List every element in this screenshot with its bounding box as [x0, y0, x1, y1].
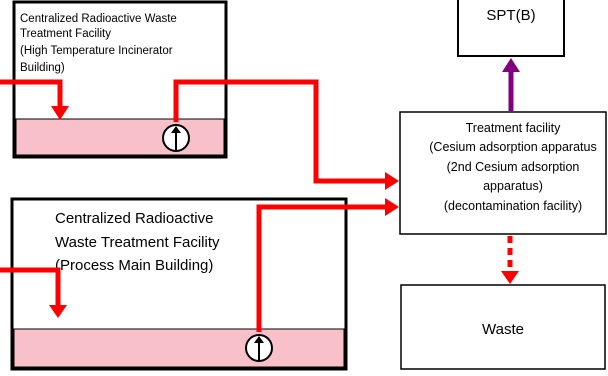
spt-label: SPT(B): [486, 7, 535, 24]
pump-icon: [162, 124, 190, 152]
incinerator-label-line-1: Centralized Radioactive Waste: [20, 13, 177, 25]
incinerator-water-level: [15, 118, 225, 156]
arrow-treatment-to-waste-head: [501, 271, 519, 284]
waste-box: Waste: [400, 284, 606, 370]
arrow-inflow-incinerator: [0, 79, 69, 120]
arrow-inflow-process: [0, 267, 67, 318]
treatment-facility-frame: [399, 111, 607, 235]
arrow-incinerator-to-treatment: [173, 79, 399, 190]
arrow-process-to-treatment: [256, 198, 399, 332]
process-label-line-2: Waste Treatment Facility: [55, 234, 220, 251]
arrow-inflow-process-head: [49, 305, 67, 318]
arrow-inflow-process-line: [0, 267, 61, 306]
treatment-label-line-1: Treatment facility: [466, 121, 561, 135]
treatment-label-line-2: (Cesium adsorption apparatus: [429, 140, 596, 154]
arrow-process-to-treatment-line: [256, 204, 386, 332]
process-water-level: [13, 328, 345, 368]
arrow-process-to-treatment-head: [385, 198, 399, 216]
treatment-label-line-4: apparatus): [483, 179, 543, 193]
pump-icon-arrowhead: [171, 126, 181, 133]
treatment-label-line-5: (decontamination facility): [444, 199, 582, 213]
incinerator-label-line-3: (High Temperature Incinerator: [20, 45, 173, 57]
arrow-treatment-to-waste: [501, 236, 519, 284]
arrow-inflow-incinerator-line: [0, 79, 63, 108]
pump-icon-arrowhead: [254, 336, 264, 343]
spt-box-frame: [457, 0, 565, 57]
incinerator-label-line-2: Treatment Facility: [20, 28, 111, 40]
treatment-label-line-3: (2nd Cesium adsorption: [447, 160, 580, 174]
pump-icon: [245, 334, 273, 362]
process-label-line-3: (Process Main Building): [55, 257, 213, 274]
waste-box-frame: [400, 284, 606, 370]
arrow-incinerator-to-treatment-line: [173, 79, 386, 184]
arrow-inflow-incinerator-head: [51, 106, 69, 120]
arrow-incinerator-to-treatment-head: [385, 172, 399, 190]
arrow-treatment-to-spt: [502, 58, 520, 111]
treatment-facility-box: Treatment facility (Cesium adsorption ap…: [399, 111, 607, 235]
waste-label: Waste: [482, 321, 524, 338]
process-label-line-1: Centralized Radioactive: [55, 210, 213, 227]
spt-box: SPT(B): [457, 0, 565, 57]
process-main-building: Centralized Radioactive Waste Treatment …: [10, 197, 348, 371]
incinerator-label-line-4: Building): [20, 62, 65, 74]
arrow-treatment-to-spt-head: [502, 58, 520, 72]
